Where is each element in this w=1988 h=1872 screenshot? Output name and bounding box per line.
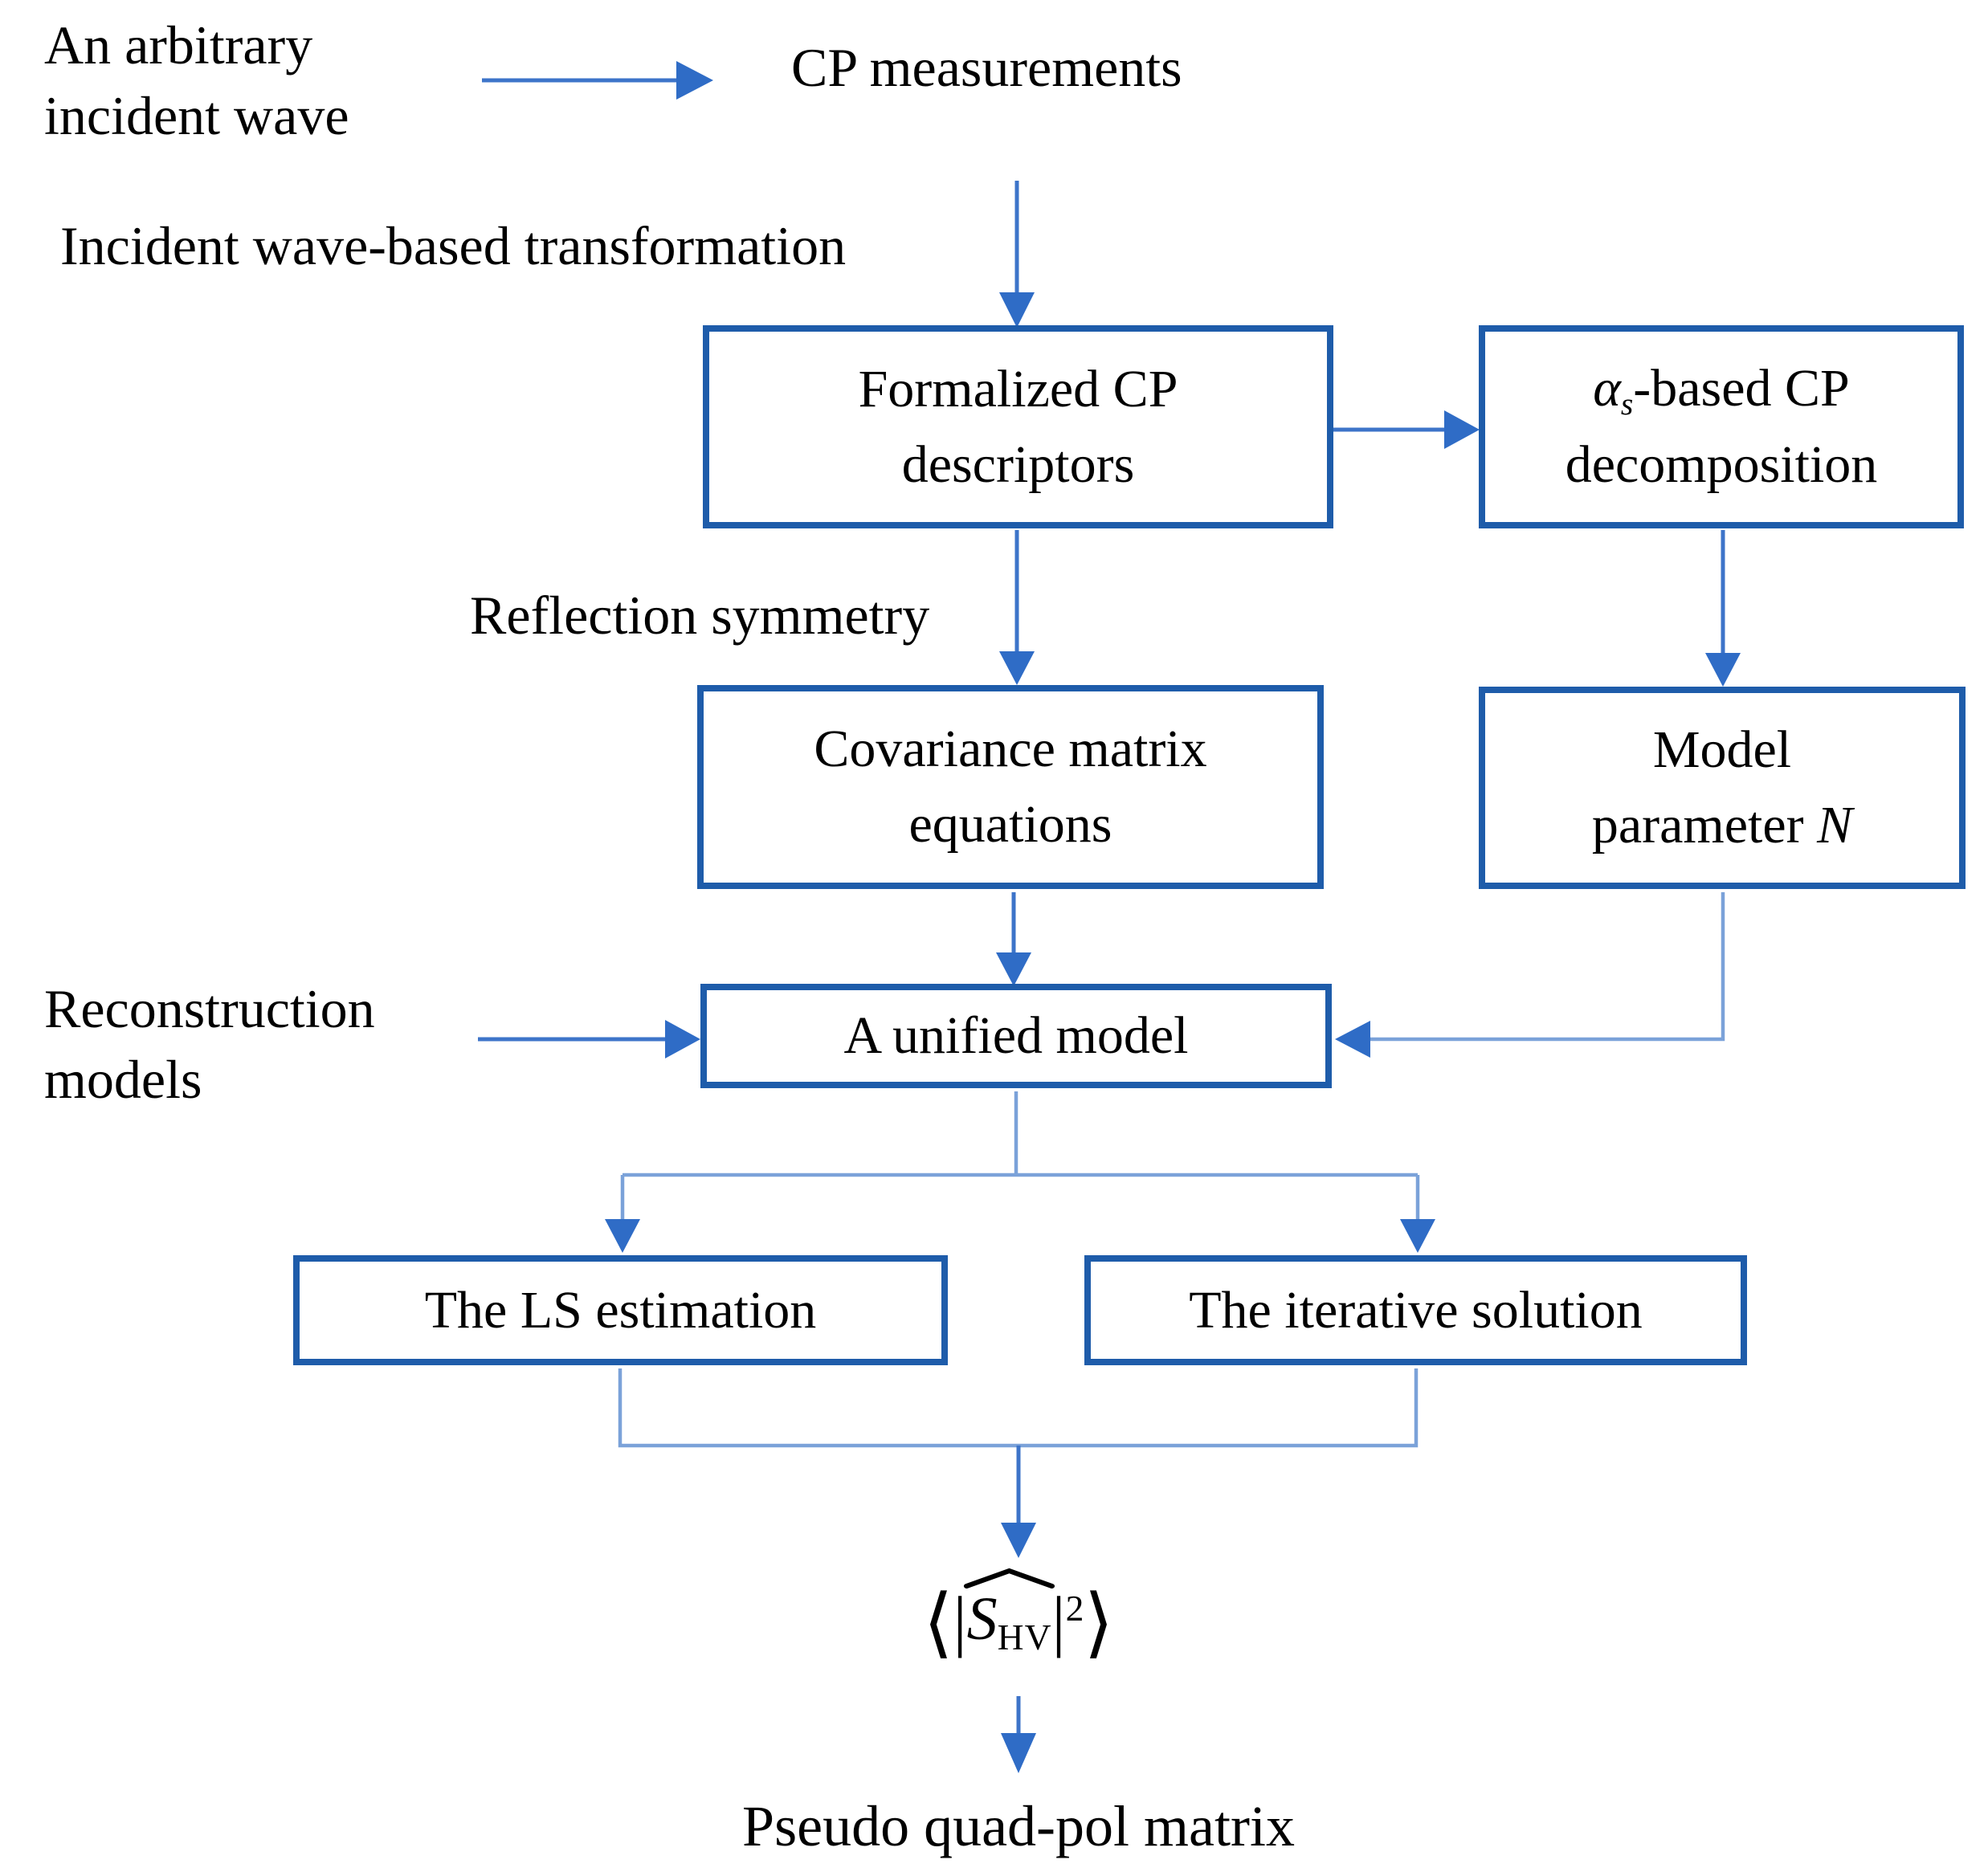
label-cp-measurements: CP measurements: [791, 37, 1182, 98]
formula-subscript-hv: HV: [997, 1616, 1052, 1658]
box-alpha-based-cp-decomposition: αs-based CP decomposition: [1479, 325, 1964, 528]
arrow-alpha-to-model-parameter-icon: [1705, 530, 1741, 687]
box-iterative-solution: The iterative solution: [1084, 1255, 1747, 1365]
arrow-incident-to-cp-icon: [482, 61, 713, 100]
formula-right-angle: ⟩: [1084, 1580, 1114, 1666]
label-arbitrary-incident-wave: An arbitrary incident wave: [44, 10, 349, 152]
box-formalized-cp-descriptors: Formalized CP descriptors: [703, 325, 1333, 528]
box-ls-estimation-label: The LS estimation: [424, 1280, 817, 1340]
elbow-model-parameter-to-unified-icon: [1335, 892, 1725, 1058]
model-parameter-n-symbol: N: [1817, 796, 1853, 854]
box-iterative-solution-label: The iterative solution: [1189, 1280, 1643, 1340]
label-reconstruction-models-line2: models: [44, 1049, 202, 1111]
label-reconstruction-models-line1: Reconstruction: [44, 978, 375, 1039]
formula-right-pipe: |: [1051, 1583, 1066, 1659]
box-formalized-line1: Formalized CP: [858, 359, 1178, 418]
formula-shv-squared: ⟨|SHV|2⟩: [924, 1568, 1113, 1661]
formula-left-pipe: |: [953, 1583, 967, 1659]
arrow-formalized-to-alpha-icon: [1332, 410, 1480, 449]
label-arbitrary-incident-wave-line2: incident wave: [44, 85, 349, 147]
arrow-covariance-to-unified-icon: [996, 892, 1031, 986]
box-formalized-line2: descriptors: [901, 434, 1135, 494]
label-pseudo-quad-pol-matrix: Pseudo quad-pol matrix: [742, 1794, 1295, 1858]
formula-s-symbol: S: [966, 1585, 998, 1653]
box-covariance-line1: Covariance matrix: [814, 720, 1207, 779]
alpha-subscript: s: [1620, 386, 1634, 422]
formula-s-hat-group: SHV: [964, 1568, 1055, 1658]
box-alpha-line1: αs-based CP: [1593, 351, 1850, 426]
label-reconstruction-models: Reconstruction models: [44, 973, 375, 1115]
arrow-cp-to-formalized-icon: [999, 181, 1035, 328]
label-arbitrary-incident-wave-line1: An arbitrary: [44, 14, 313, 75]
label-reflection-symmetry: Reflection symmetry: [470, 585, 930, 646]
box-alpha-line2: decomposition: [1565, 434, 1878, 494]
formula-superscript-2: 2: [1065, 1588, 1084, 1629]
alpha-symbol: α: [1593, 359, 1621, 418]
arrow-formula-to-pseudo-icon: [1001, 1696, 1036, 1773]
box-model-parameter-line2: parameter N: [1592, 788, 1852, 863]
box-covariance-matrix-equations: Covariance matrix equations: [697, 685, 1324, 889]
box-unified-model-label: A unified model: [843, 1006, 1189, 1066]
box-alpha-line1-rest: -based CP: [1633, 359, 1850, 418]
label-incident-wave-transformation: Incident wave-based transformation: [60, 215, 847, 276]
box-unified-model: A unified model: [700, 984, 1332, 1088]
elbow-unified-split-icon: [605, 1091, 1435, 1253]
formula-left-angle: ⟨: [923, 1580, 953, 1666]
arrow-reconstruction-to-unified-icon: [478, 1020, 700, 1058]
box-covariance-line2: equations: [908, 795, 1112, 854]
box-model-parameter-line2-prefix: parameter: [1591, 796, 1818, 854]
box-model-parameter-line1: Model: [1652, 720, 1792, 780]
arrow-formalized-to-covariance-icon: [999, 530, 1035, 685]
box-model-parameter-n: Model parameter N: [1479, 687, 1966, 889]
hat-icon: [964, 1568, 1055, 1589]
elbow-merge-to-formula-icon: [618, 1368, 1419, 1558]
box-ls-estimation: The LS estimation: [293, 1255, 948, 1365]
